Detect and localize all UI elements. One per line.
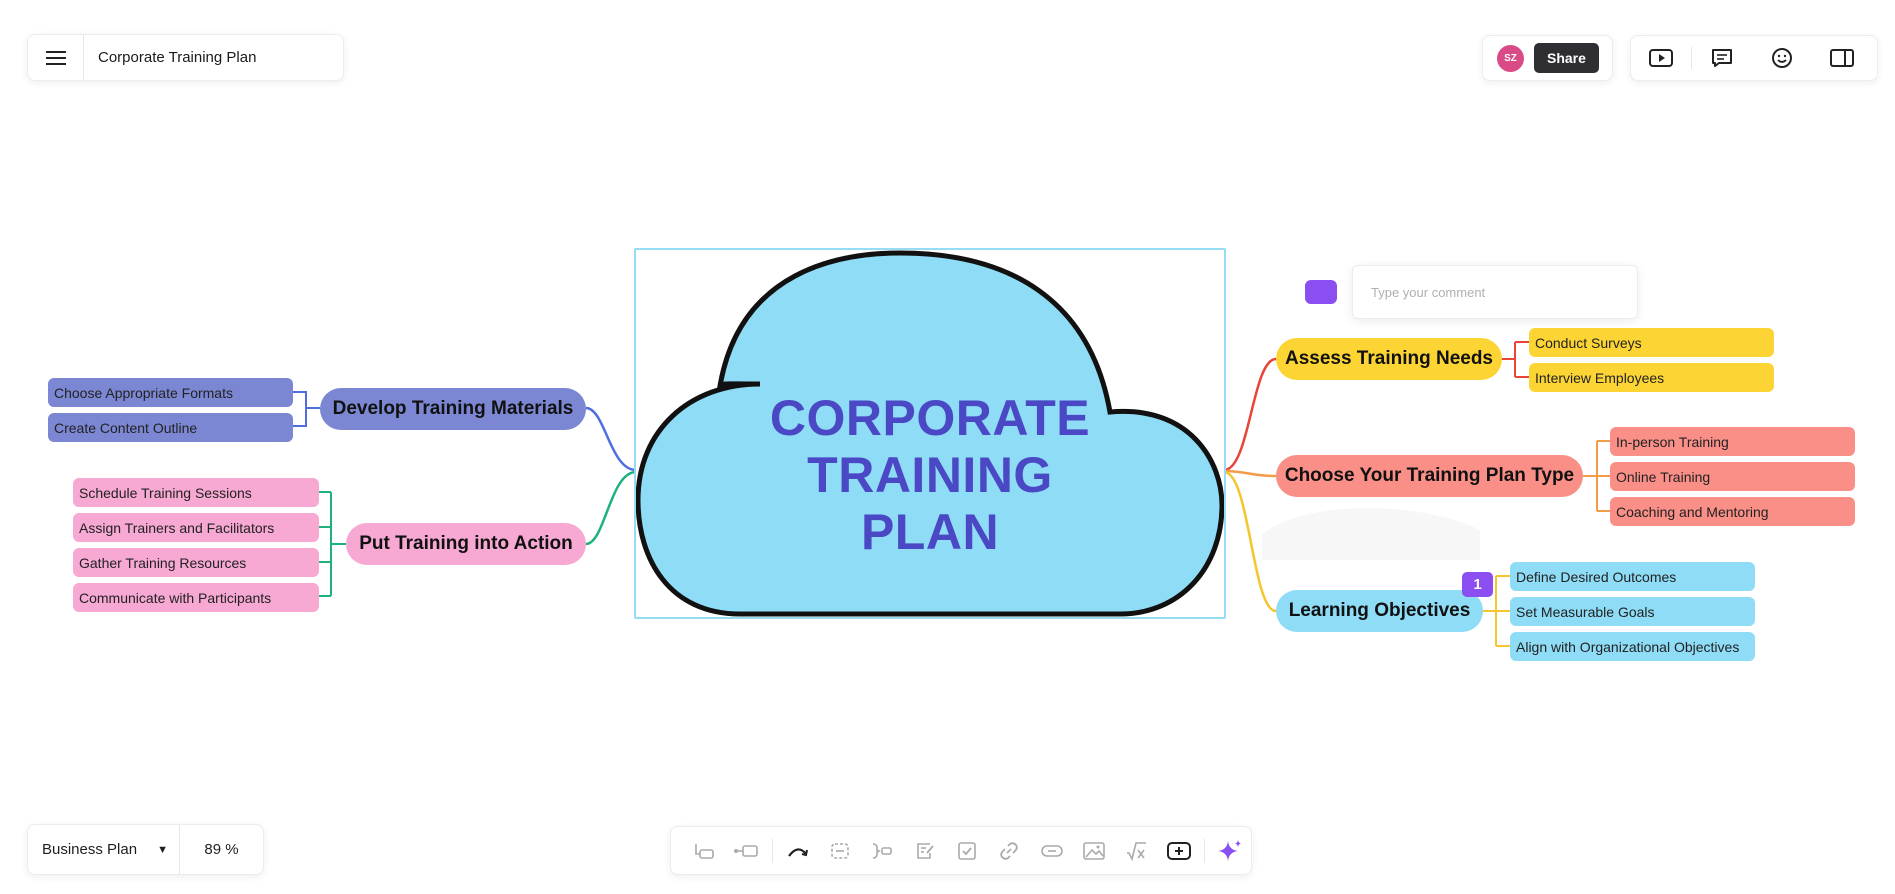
leaf-node[interactable]: Gather Training Resources [73, 548, 319, 577]
share-panel: SZ Share [1482, 35, 1613, 81]
avatar[interactable]: SZ [1497, 44, 1524, 72]
ai-assistant-button[interactable] [1209, 827, 1251, 874]
child-topic-icon [695, 843, 714, 859]
branch-put-into-action[interactable]: Put Training into Action [346, 523, 586, 565]
boundary-icon [831, 842, 849, 859]
central-topic[interactable]: CORPORATE TRAINING PLAN [635, 390, 1225, 561]
menu-button[interactable] [28, 35, 84, 80]
leaf-node[interactable]: Define Desired Outcomes [1510, 562, 1755, 591]
branch-learning-objectives[interactable]: Learning Objectives [1276, 590, 1483, 632]
leaf-node[interactable]: Schedule Training Sessions [73, 478, 319, 507]
insert-button[interactable] [1157, 827, 1199, 874]
branch-plan-type[interactable]: Choose Your Training Plan Type [1276, 455, 1583, 497]
sparkle-icon [1217, 839, 1241, 861]
note-button[interactable] [904, 827, 946, 874]
caret-down-icon: ▼ [157, 843, 168, 856]
add-box-icon [1166, 841, 1191, 860]
divider [1203, 838, 1205, 863]
template-name: Business Plan [42, 841, 138, 858]
center-selection-frame [634, 248, 1226, 619]
link-icon [1000, 841, 1019, 860]
comment-color-swatch[interactable] [1305, 280, 1337, 304]
central-topic-line: TRAINING [807, 447, 1053, 503]
comment-box [1352, 265, 1638, 319]
leaf-node[interactable]: Align with Organizational Objectives [1510, 632, 1755, 661]
central-topic-line: CORPORATE [769, 390, 1091, 446]
leaf-node[interactable]: Create Content Outline [48, 413, 293, 442]
central-topic-line: PLAN [860, 504, 1000, 560]
leaf-node[interactable]: Online Training [1610, 462, 1855, 491]
connector-button[interactable] [777, 827, 819, 874]
hamburger-icon [45, 50, 66, 65]
formula-button[interactable] [1115, 827, 1157, 874]
template-select[interactable]: Business Plan ▼ [28, 825, 180, 874]
leaf-node[interactable]: Communicate with Participants [73, 583, 319, 612]
add-sibling-topic-button[interactable] [725, 827, 767, 874]
leaf-node[interactable]: Coaching and Mentoring [1610, 497, 1855, 526]
leaf-node[interactable]: Interview Employees [1529, 363, 1774, 392]
chain-icon [1040, 844, 1063, 857]
leaf-node[interactable]: Set Measurable Goals [1510, 597, 1755, 626]
branch-develop-materials[interactable]: Develop Training Materials [320, 388, 586, 430]
cloud-shape [635, 250, 1225, 617]
comment-icon [1712, 49, 1732, 67]
leaf-node[interactable]: In-person Training [1610, 427, 1855, 456]
leaf-node[interactable]: Assign Trainers and Facilitators [73, 513, 319, 542]
play-icon [1649, 49, 1673, 67]
emoji-button[interactable] [1752, 36, 1812, 80]
task-button[interactable] [946, 827, 988, 874]
formula-icon [1127, 841, 1147, 861]
share-button[interactable]: Share [1534, 43, 1599, 73]
sibling-topic-icon [734, 844, 759, 857]
image-icon [1083, 841, 1105, 860]
branch-assess-needs[interactable]: Assess Training Needs [1276, 338, 1502, 380]
image-button[interactable] [1073, 827, 1115, 874]
comments-button[interactable] [1692, 36, 1752, 80]
hyperlink-button[interactable] [1031, 827, 1073, 874]
checkbox-icon [958, 841, 976, 860]
summary-button[interactable] [861, 827, 903, 874]
divider [771, 838, 773, 863]
document-title[interactable]: Corporate Training Plan [98, 49, 257, 66]
smiley-icon [1772, 48, 1792, 68]
leaf-node[interactable]: Choose Appropriate Formats [48, 378, 293, 407]
link-button[interactable] [988, 827, 1030, 874]
add-child-topic-button[interactable] [683, 827, 725, 874]
template-zoom-panel: Business Plan ▼ 89 % [27, 824, 264, 875]
summary-bracket-icon [873, 842, 893, 859]
leaf-node[interactable]: Conduct Surveys [1529, 328, 1774, 357]
note-edit-icon [916, 842, 934, 859]
divider [1691, 47, 1692, 69]
document-header: Corporate Training Plan [27, 34, 344, 81]
panel-icon [1830, 49, 1854, 67]
zoom-level[interactable]: 89 % [204, 841, 239, 858]
curve-arrow-icon [787, 847, 808, 857]
boundary-button[interactable] [819, 827, 861, 874]
comment-input[interactable] [1369, 283, 1613, 301]
sidebar-toggle-button[interactable] [1812, 36, 1872, 80]
present-button[interactable] [1631, 36, 1691, 80]
comment-count-badge[interactable]: 1 [1462, 572, 1493, 597]
bottom-toolbar [670, 826, 1252, 875]
view-tools-panel [1630, 35, 1878, 81]
